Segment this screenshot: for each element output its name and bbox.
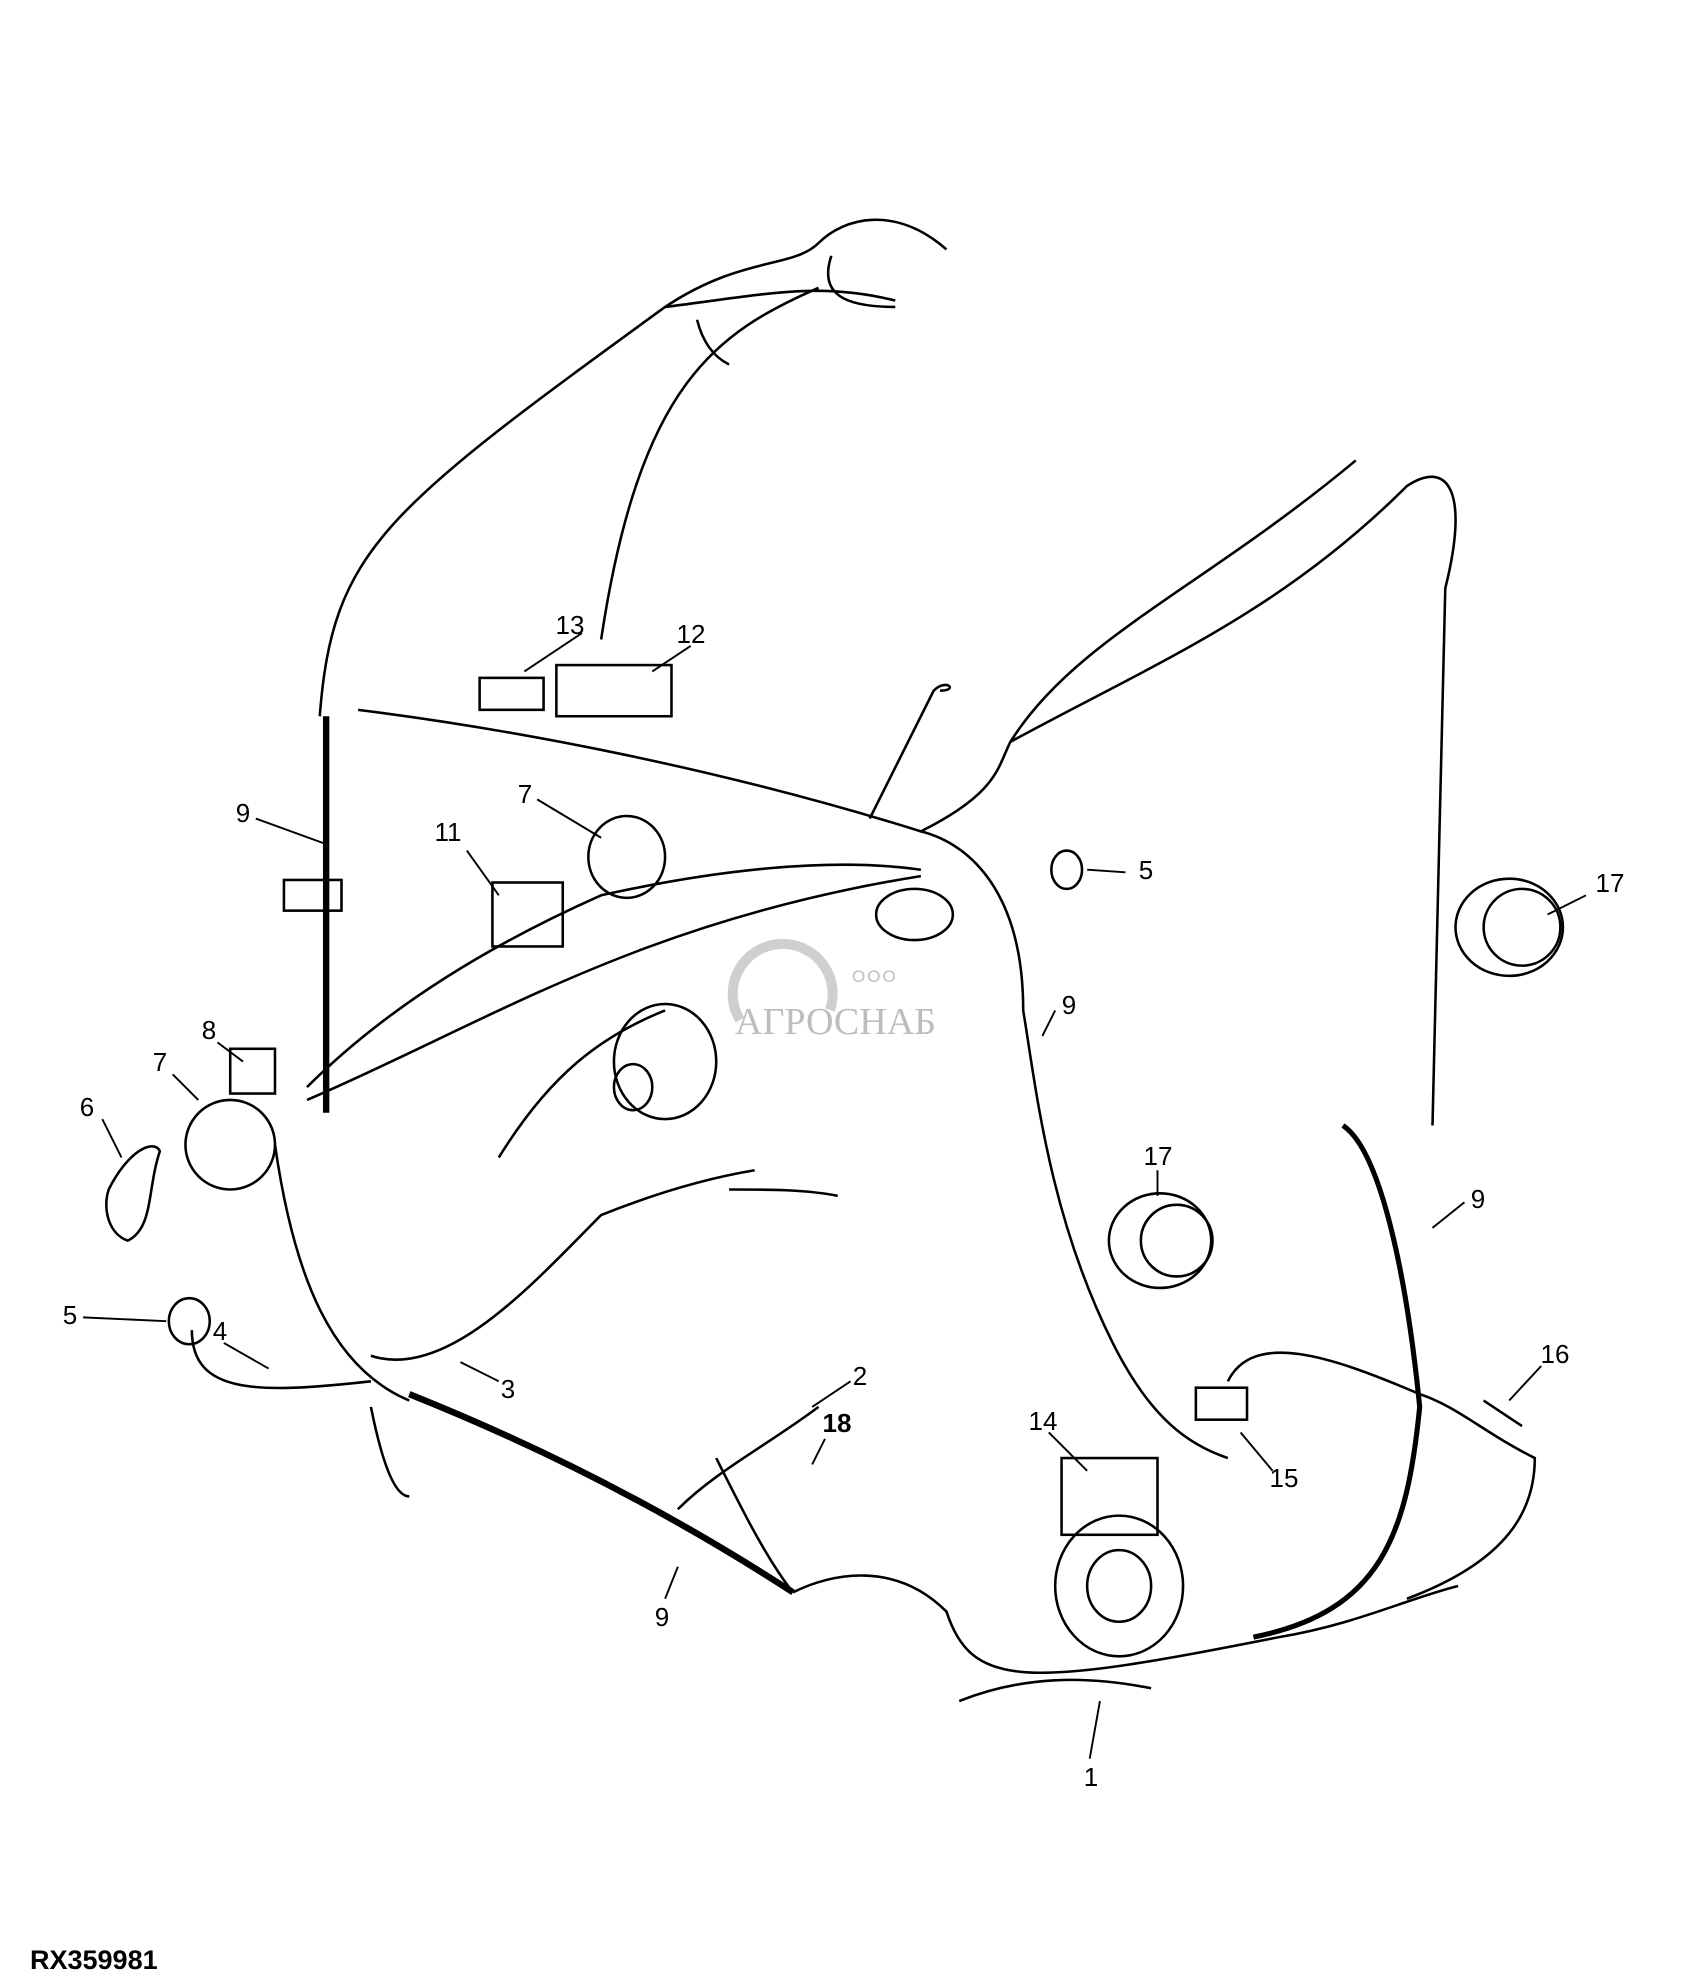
callout-5: 5 [62,1300,78,1330]
callout-9: 9 [235,798,251,828]
callout-15: 15 [1269,1463,1299,1493]
watermark-gear-icon [727,938,838,1023]
sensor-16 [1482,1399,1523,1428]
blower-14 [1060,1456,1159,1537]
callout-1: 1 [1083,1762,1099,1792]
callout-6: 6 [79,1092,95,1122]
part-15 [1194,1386,1249,1421]
callout-7: 7 [152,1047,168,1077]
callout-12: 12 [676,619,706,649]
callout-11: 11 [434,817,462,847]
callout-9: 9 [654,1602,670,1632]
callout-17: 17 [1595,868,1625,898]
callout-7: 7 [517,779,533,809]
callout-9: 9 [1470,1184,1486,1214]
lamp-6 [105,1145,162,1243]
blower-fan [612,1002,718,1121]
callout-4: 4 [212,1316,228,1346]
callout-14: 14 [1028,1406,1058,1436]
callout-17: 17 [1143,1141,1173,1171]
callout-2: 2 [852,1361,868,1391]
watermark-prefix: ООО [852,967,898,986]
module-13 [478,676,545,712]
callout-8: 8 [201,1015,217,1045]
callout-3: 3 [500,1374,516,1404]
callout-18: 18 [822,1408,852,1438]
module-11 [491,881,565,948]
callout-9: 9 [1061,990,1077,1020]
callout-13: 13 [555,610,585,640]
roof-harness [318,218,948,717]
front-roof-harness [357,459,1457,1126]
watermark-text: АГРОСНАБ [735,1001,936,1043]
main-harness [408,1391,795,1596]
part-8 [228,1047,277,1095]
light-5-right [1050,849,1084,891]
motor-7-top [587,814,667,900]
light-5-left [167,1296,212,1346]
motor-7-left [184,1098,277,1191]
callout-16: 16 [1540,1339,1570,1369]
callout-5: 5 [1138,855,1154,885]
figure-id: RX359981 [30,1945,158,1975]
light-17-right [1454,877,1565,978]
module-12 [555,663,673,718]
